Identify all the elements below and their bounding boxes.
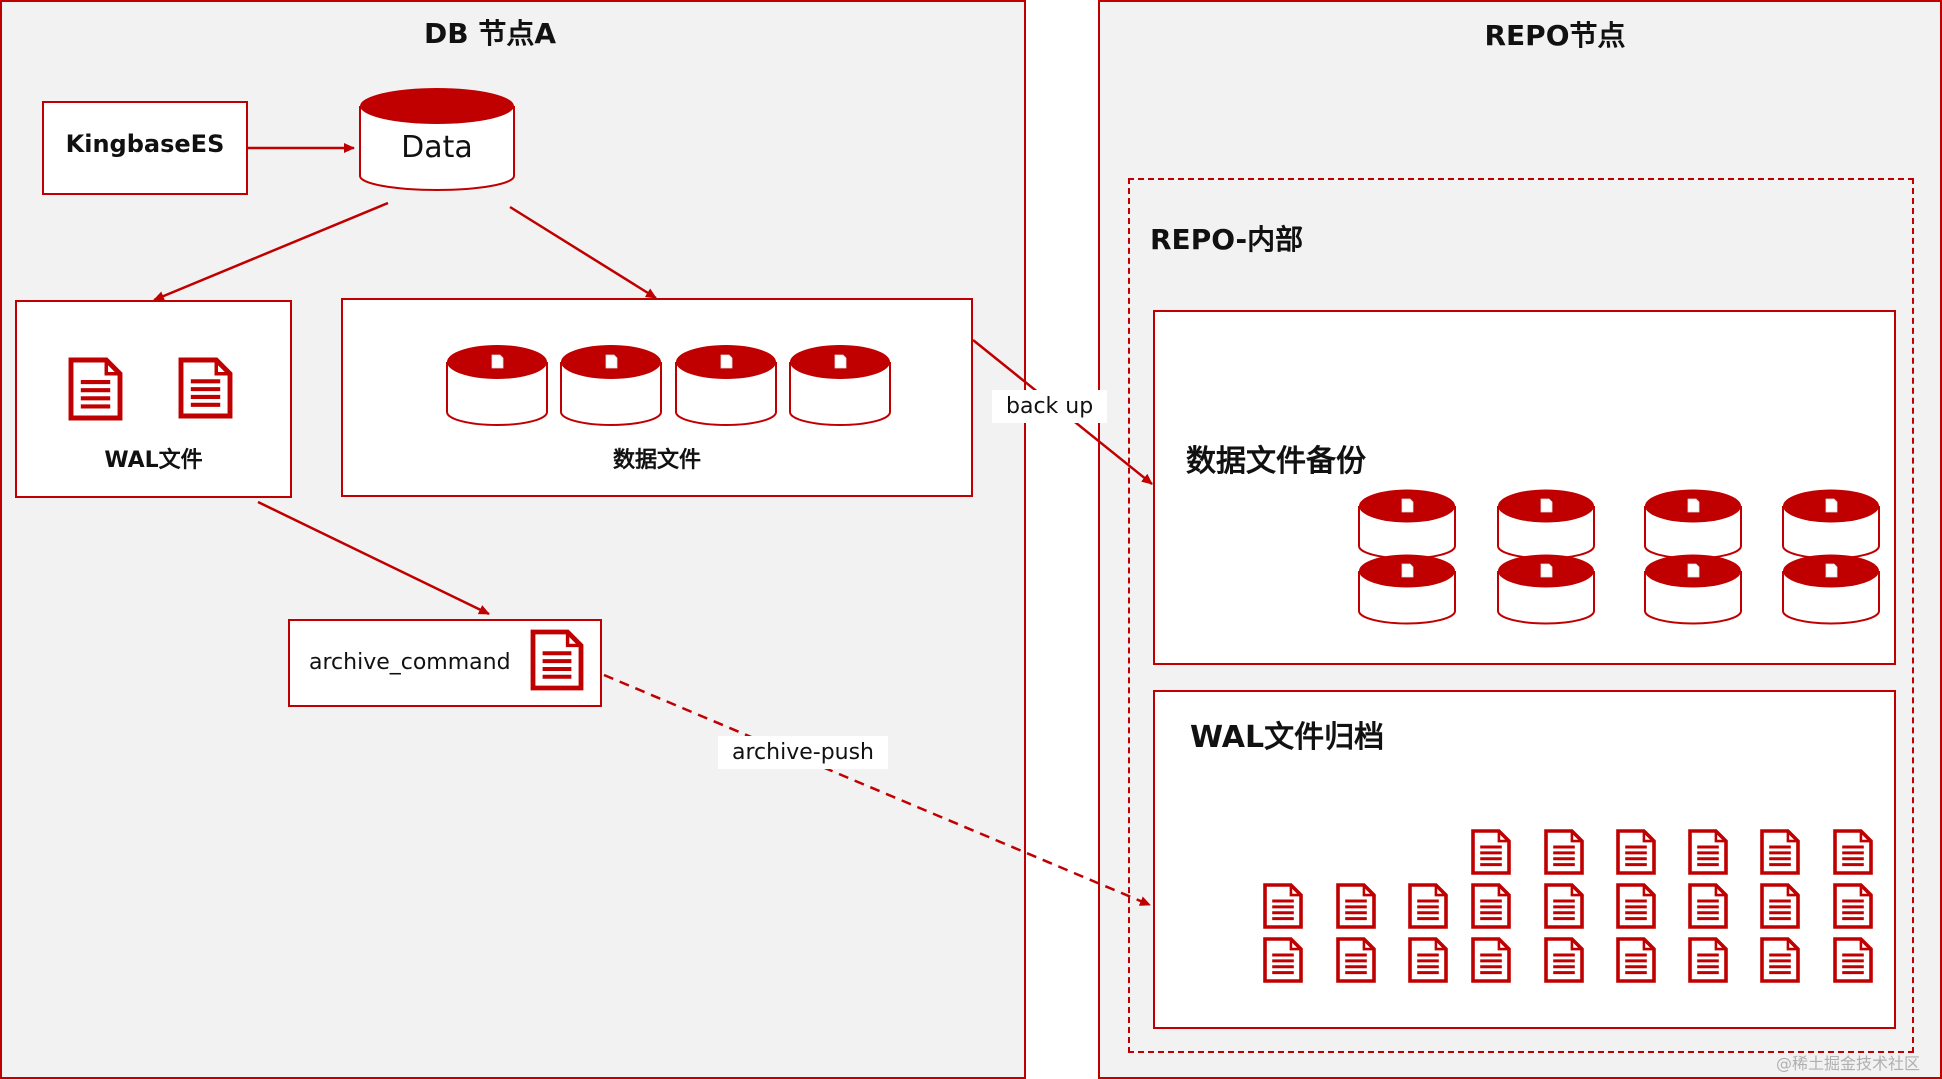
data-label: Data xyxy=(401,130,473,165)
repo-internal-box xyxy=(1128,178,1914,1053)
document-icon xyxy=(1336,937,1376,983)
database-icon xyxy=(446,345,548,426)
arrow-data-to-wal xyxy=(153,201,389,302)
document-icon xyxy=(530,629,584,691)
watermark: @稀土掘金技术社区 xyxy=(1776,1054,1921,1073)
database-icon xyxy=(1497,554,1595,625)
document-icon xyxy=(1336,883,1376,929)
document-icon xyxy=(1833,937,1873,983)
backup-cylinders xyxy=(1358,489,1880,625)
data-cylinder xyxy=(359,88,515,191)
database-icon xyxy=(1644,489,1742,560)
document-icon xyxy=(1263,937,1303,983)
database-icon xyxy=(1358,554,1456,625)
document-icon xyxy=(1263,883,1303,929)
document-icon xyxy=(1833,829,1873,875)
document-icon xyxy=(1833,883,1873,929)
document-icon xyxy=(1760,883,1800,929)
archive-document-icon xyxy=(530,629,584,691)
wal-label: WAL文件 xyxy=(104,448,203,473)
arrow-wal-to-archive xyxy=(257,500,490,616)
database-icon xyxy=(1782,489,1880,560)
database-icon xyxy=(789,345,891,426)
document-icon xyxy=(1616,883,1656,929)
document-icon xyxy=(1688,937,1728,983)
wal-box xyxy=(15,300,292,498)
database-icon xyxy=(1782,554,1880,625)
document-icon xyxy=(1760,829,1800,875)
wal-archive-label: WAL文件归档 xyxy=(1190,720,1385,755)
datafile-label: 数据文件 xyxy=(612,448,701,473)
kingbase-label: KingbaseES xyxy=(65,130,225,158)
database-icon xyxy=(560,345,662,426)
document-icon xyxy=(1688,829,1728,875)
document-icon xyxy=(1616,829,1656,875)
document-icon xyxy=(1408,883,1448,929)
document-icon xyxy=(1408,937,1448,983)
database-icon xyxy=(675,345,777,426)
backup-label: 数据文件备份 xyxy=(1186,444,1366,479)
repo-wal-document-icons xyxy=(1263,829,1873,983)
document-icon xyxy=(1544,883,1584,929)
arrow-archive-push xyxy=(603,673,1151,907)
kingbase-box xyxy=(42,101,248,195)
document-icon xyxy=(1544,829,1584,875)
archive-push-edge-label: archive-push xyxy=(718,736,889,769)
database-icon xyxy=(1358,489,1456,560)
document-icon xyxy=(1688,883,1728,929)
archive-command-label: archive_command xyxy=(309,650,511,675)
database-icon xyxy=(1497,489,1595,560)
repo-internal-label: REPO-内部 xyxy=(1150,223,1304,256)
document-icon xyxy=(68,357,123,421)
backup-edge-label: back up xyxy=(992,390,1108,423)
document-icon xyxy=(178,357,233,419)
document-icon xyxy=(1471,937,1511,983)
arrow-data-to-datafile xyxy=(509,205,657,300)
document-icon xyxy=(1616,937,1656,983)
wal-document-icons xyxy=(68,357,233,421)
database-icon xyxy=(1644,554,1742,625)
repo-node-title: REPO节点 xyxy=(1484,19,1626,52)
datafile-cylinders xyxy=(446,345,891,426)
document-icon xyxy=(1471,829,1511,875)
document-icon xyxy=(1471,883,1511,929)
document-icon xyxy=(1544,937,1584,983)
document-icon xyxy=(1760,937,1800,983)
db-node-title: DB 节点A xyxy=(423,17,556,50)
